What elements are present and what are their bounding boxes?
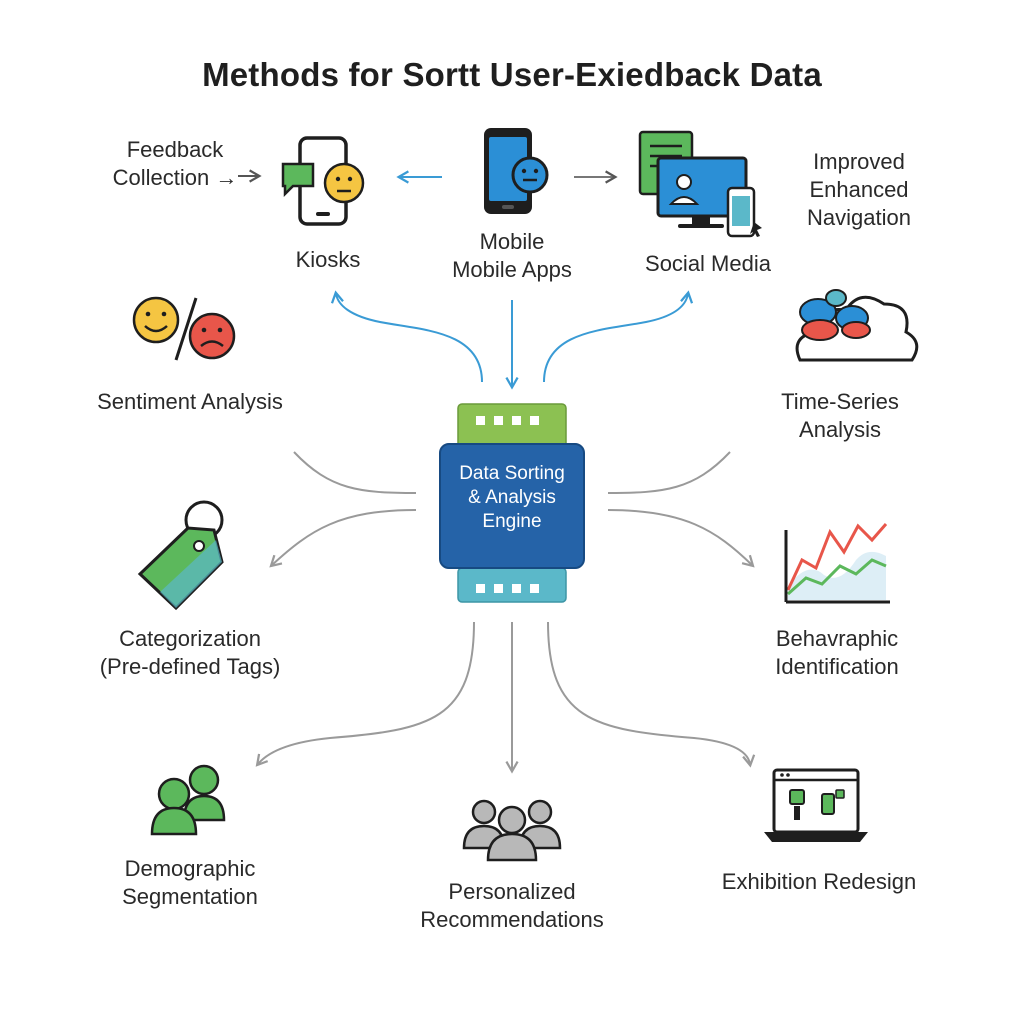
arrow-engine-to-kiosks (330, 290, 483, 383)
tag-icon (137, 500, 224, 611)
label-personalized-line2: Recommendations (420, 907, 604, 932)
label-behavioral-line1: Behavraphic (775, 626, 899, 651)
label-improved-line2: Enhanced (809, 177, 909, 202)
label-timeseries-line1: Time-Series (781, 389, 899, 414)
label-feedback-line1: Feedback (126, 137, 224, 162)
label-time-series-analysis: Time-Series Analysis (760, 388, 920, 444)
arrow-engine-to-exhibition (547, 621, 756, 768)
arrow-engine-to-behavioral (607, 509, 755, 568)
label-demographic-segmentation: Demographic Segmentation (100, 855, 280, 911)
label-feedback-collection: Feedback Collection → (100, 136, 250, 192)
social-media-icon (638, 130, 762, 238)
people-icon (150, 764, 226, 836)
label-categorization: Categorization (Pre-defined Tags) (80, 625, 300, 681)
label-social-media: Social Media (645, 251, 771, 276)
kiosks-icon (281, 136, 365, 226)
label-exhibition-redesign: Exhibition Redesign (721, 869, 917, 894)
arrow-engine-to-demographic (255, 621, 475, 767)
engine-chip (439, 403, 585, 603)
label-demographic-line1: Demographic (124, 856, 256, 881)
label-demographic-line2: Segmentation (122, 884, 258, 909)
label-improved-line3: Navigation (807, 205, 911, 230)
label-behavioral-identification: Behavraphic Identification (752, 625, 922, 681)
label-personalized-recommendations: Personalized Recommendations (402, 878, 622, 934)
label-improved-navigation: Improved Enhanced Navigation (784, 148, 934, 232)
mobile-phone-icon (484, 128, 549, 214)
label-categorization-line1: Categorization (119, 626, 261, 651)
laptop-icon (764, 768, 868, 842)
engine-label-line2: & Analysis (468, 487, 556, 508)
label-behavioral-line2: Identification (775, 654, 899, 679)
label-kiosks: Kiosks (295, 247, 361, 272)
arrow-engine-to-categorization (269, 509, 417, 568)
sentiment-faces-icon (132, 296, 236, 361)
engine-label-line1: Data Sorting (459, 463, 565, 484)
label-personalized-line1: Personalized (448, 879, 576, 904)
label-improved-line1: Improved (813, 149, 905, 174)
label-timeseries-line2: Analysis (799, 417, 881, 442)
label-mobile-apps: Mobile Mobile Apps (432, 228, 592, 284)
page-title: Methods for Sortt User-Exiedback Data (202, 56, 822, 93)
line-engine-to-sentiment (293, 451, 417, 494)
arrow-engine-to-social (543, 290, 694, 383)
label-feedback-line2: Collection → (112, 165, 238, 190)
label-sentiment-analysis: Sentiment Analysis (97, 389, 283, 414)
label-mobile-line2: Mobile Apps (452, 257, 572, 282)
cloud-data-icon (795, 289, 919, 362)
label-mobile-line1: Mobile (479, 229, 545, 254)
engine-label-line3: Engine (482, 511, 542, 532)
group-users-icon (462, 799, 562, 862)
label-categorization-line2: (Pre-defined Tags) (99, 654, 281, 679)
engine-label: Data Sorting & Analysis Engine (440, 462, 584, 534)
line-chart-icon (784, 523, 890, 604)
line-engine-to-timeseries (607, 451, 731, 494)
